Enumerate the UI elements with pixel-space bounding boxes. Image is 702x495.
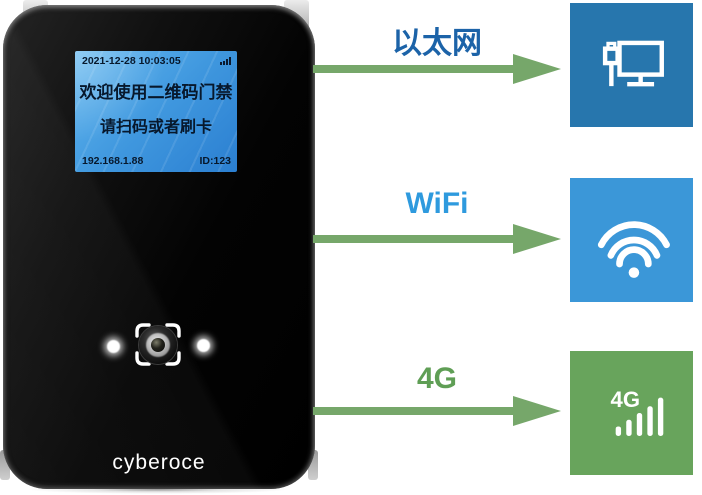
arrow-head-icon [513, 396, 561, 426]
wifi-icon [597, 221, 670, 278]
arrow-shaft [313, 65, 514, 73]
signal-4g-icon: 4G [610, 387, 663, 437]
screen-instruction-text: 请扫码或者刷卡 [99, 119, 212, 136]
scan-frame-icon [135, 323, 181, 366]
device-shadow [28, 485, 288, 494]
screen-welcome-text: 欢迎使用二维码门禁 [79, 83, 233, 102]
ethernet-tile [570, 3, 693, 127]
arrow-head-icon [513, 54, 561, 84]
device-lcd-screen: 2021-12-28 10:03:05 欢迎使用二维码门禁 请扫码或者刷卡 19… [75, 51, 237, 172]
screen-device-id: ID:123 [199, 155, 231, 167]
camera-lens-icon [139, 326, 177, 364]
camera-lens-core [151, 338, 165, 352]
arrow-head-icon [513, 224, 561, 254]
screen-ip-address: 192.168.1.88 [82, 155, 144, 167]
brand-logo: cyberoce [112, 451, 206, 474]
4g-tile: 4G [570, 351, 693, 475]
wifi-label: WiFi [405, 187, 469, 220]
4g-icon-text: 4G [610, 387, 639, 412]
wifi-tile [570, 178, 693, 302]
signal-bars-icon [220, 57, 231, 65]
ethernet-arrow [313, 54, 561, 84]
access-control-device: 2021-12-28 10:03:05 欢迎使用二维码门禁 请扫码或者刷卡 19… [3, 5, 315, 489]
arrow-shaft [313, 235, 514, 243]
arrow-shaft [313, 407, 514, 415]
ethernet-monitor-icon [602, 40, 664, 87]
led-light-right [197, 339, 210, 352]
4g-label: 4G [416, 362, 458, 395]
led-light-left [107, 340, 120, 353]
screen-datetime: 2021-12-28 10:03:05 [82, 55, 181, 67]
ethernet-label: 以太网 [392, 27, 482, 60]
wifi-arrow [313, 224, 561, 254]
4g-arrow [313, 396, 561, 426]
